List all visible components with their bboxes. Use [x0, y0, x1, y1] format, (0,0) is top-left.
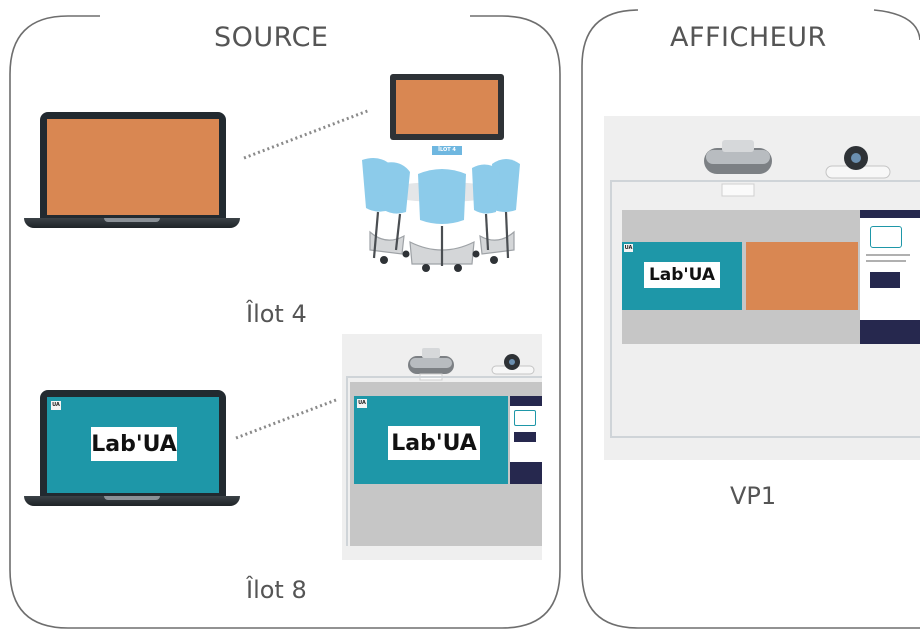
ua-badge: UA — [357, 399, 367, 408]
vp1-label: VP1 — [730, 482, 777, 510]
labua-logo-text: Lab'UA — [91, 431, 177, 457]
projection-room-ilot8: UA Lab'UA — [342, 334, 542, 560]
tv-sign: ÎLOT 4 — [432, 146, 462, 155]
camera-icon — [825, 146, 891, 179]
projected-orange-window — [746, 242, 858, 310]
laptop-screen-teal: UA Lab'UA — [47, 397, 219, 493]
source-group-border — [9, 15, 561, 629]
projected-teal-window: UA Lab'UA — [622, 242, 742, 310]
tv-monitor-icon — [390, 74, 504, 140]
afficheur-group-border — [581, 9, 920, 629]
projected-teal-window: UA Lab'UA — [354, 396, 508, 484]
labua-logo: Lab'UA — [91, 427, 177, 461]
laptop-ilot8: UA Lab'UA — [24, 390, 240, 508]
ilot8-label: Îlot 8 — [246, 576, 307, 604]
laptop-icon — [40, 112, 226, 220]
labua-logo-vp1: Lab'UA — [644, 262, 720, 288]
afficheur-title: AFFICHEUR — [670, 22, 827, 53]
meeting-chairs-icon — [362, 158, 520, 272]
projected-side-panel — [860, 210, 920, 344]
laptop-base — [24, 496, 240, 506]
ilot4-label: Îlot 4 — [246, 300, 307, 328]
ua-badge: UA — [51, 401, 61, 410]
connector-ilot8 — [235, 398, 337, 440]
projection-room-vp1: UA Lab'UA — [604, 116, 920, 460]
projection-screen-icon: UA Lab'UA — [350, 382, 542, 546]
labua-logo-projected: Lab'UA — [388, 426, 480, 460]
projection-screen-icon: UA Lab'UA — [622, 210, 920, 344]
laptop-ilot4 — [24, 112, 240, 230]
projector-icon — [704, 140, 772, 197]
source-title: SOURCE — [214, 22, 329, 53]
tv-screen-orange — [396, 80, 498, 134]
laptop-screen-orange — [47, 119, 219, 215]
ua-badge: UA — [624, 244, 633, 252]
laptop-base — [24, 218, 240, 228]
projected-side-panel — [510, 396, 542, 484]
camera-icon — [491, 354, 535, 375]
laptop-icon: UA Lab'UA — [40, 390, 226, 498]
